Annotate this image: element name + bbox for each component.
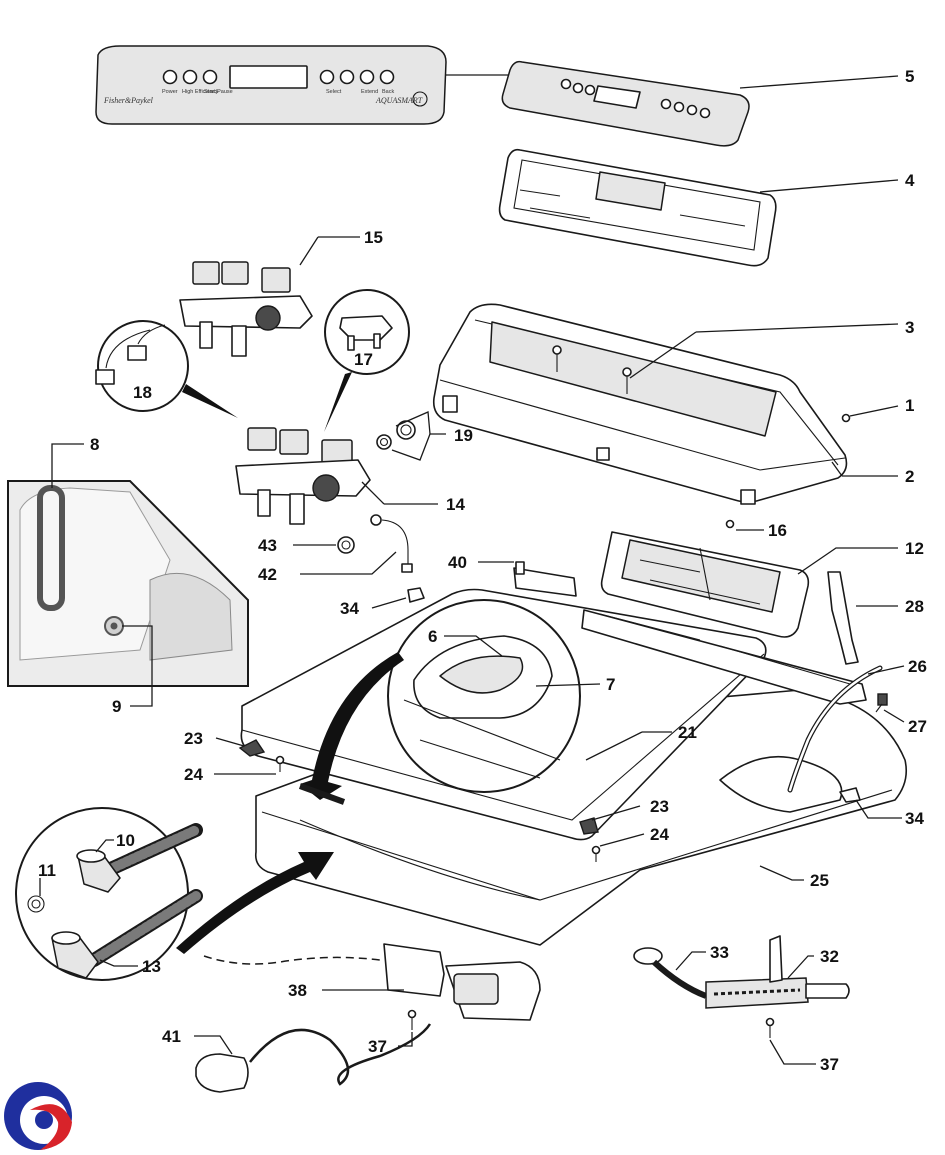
part-3-screws bbox=[552, 345, 632, 394]
callout-37-left: 37 bbox=[368, 1037, 387, 1056]
part-27-switch bbox=[875, 693, 888, 713]
part-23-bumper-right bbox=[579, 817, 599, 835]
callout-10: 10 bbox=[116, 831, 135, 850]
ring-logo-icon bbox=[4, 1082, 72, 1150]
part-12-controller bbox=[600, 531, 810, 638]
callout-42: 42 bbox=[258, 565, 277, 584]
part-24-screw-left bbox=[275, 755, 285, 772]
part-14-inlet-valve bbox=[235, 427, 371, 525]
part-43-washer bbox=[337, 536, 355, 554]
callout-11: 11 bbox=[38, 861, 56, 880]
callout-34-lower: 34 bbox=[905, 809, 924, 828]
part-15-inlet-valve bbox=[179, 261, 313, 357]
fascia-brand: Fisher&Paykel bbox=[103, 96, 154, 105]
callout-26: 26 bbox=[908, 657, 927, 676]
callout-9: 9 bbox=[112, 697, 121, 716]
callout-37-right: 37 bbox=[820, 1055, 839, 1074]
photo-inset-lid-underside bbox=[7, 480, 249, 687]
callout-18: 18 bbox=[133, 383, 152, 402]
callout-23-left: 23 bbox=[184, 729, 203, 748]
part-19-rings bbox=[376, 420, 416, 450]
part-23-bumper-left bbox=[238, 739, 266, 757]
callout-2: 2 bbox=[905, 467, 914, 486]
part-41-power-cord bbox=[195, 1023, 432, 1093]
callout-27: 27 bbox=[908, 717, 927, 736]
callout-13: 13 bbox=[142, 957, 161, 976]
callout-32: 32 bbox=[820, 947, 839, 966]
inset-hoses bbox=[15, 807, 203, 981]
callout-7: 7 bbox=[606, 675, 615, 694]
callout-17: 17 bbox=[354, 350, 373, 369]
console-fascia-overlay: Power High Efficiency Start/Pause Select… bbox=[95, 45, 447, 125]
callout-14: 14 bbox=[446, 495, 465, 514]
inset-17-bracket bbox=[324, 289, 410, 375]
callout-24-left: 24 bbox=[184, 765, 203, 784]
callout-6: 6 bbox=[428, 627, 437, 646]
part-38-lid-lock bbox=[203, 943, 541, 1021]
callout-24-right: 24 bbox=[650, 825, 669, 844]
select-label: Select bbox=[326, 89, 342, 95]
fascia-model: AQUASMART bbox=[375, 96, 423, 105]
callout-34-upper: 34 bbox=[340, 599, 359, 618]
part-34-clip-upper bbox=[407, 587, 425, 603]
callout-5: 5 bbox=[905, 67, 914, 86]
part-26-cable bbox=[787, 665, 883, 793]
callout-23-right: 23 bbox=[650, 797, 669, 816]
fascia-display bbox=[229, 65, 308, 89]
extend-label: Extend bbox=[361, 89, 378, 95]
part-rail bbox=[581, 609, 867, 705]
part-32-33-drain-assembly bbox=[633, 935, 850, 1009]
part-1-screw bbox=[841, 413, 851, 423]
back-label: Back bbox=[382, 89, 394, 95]
callout-41: 41 bbox=[162, 1027, 181, 1046]
inset-18-connectors bbox=[95, 320, 189, 412]
callout-15: 15 bbox=[364, 228, 383, 247]
part-34-clip-lower bbox=[839, 787, 861, 803]
part-28-bracket bbox=[827, 571, 859, 665]
part-16-screw bbox=[725, 519, 735, 529]
callout-1: 1 bbox=[905, 396, 914, 415]
high-efficiency-label: High Efficiency bbox=[182, 89, 219, 95]
part-37-screw-left bbox=[407, 1009, 417, 1030]
inset-6-7-dispenser bbox=[387, 599, 581, 793]
part-5-fascia bbox=[501, 60, 750, 147]
part-24-screw-right bbox=[591, 845, 601, 862]
part-2-console-housing bbox=[432, 303, 848, 505]
callout-33: 33 bbox=[710, 943, 729, 962]
part-4-console-frame bbox=[498, 148, 777, 267]
part-40-bracket bbox=[513, 561, 577, 597]
callout-19: 19 bbox=[454, 426, 473, 445]
callout-25: 25 bbox=[810, 871, 829, 890]
callout-21: 21 bbox=[678, 723, 697, 742]
callout-16: 16 bbox=[768, 521, 787, 540]
start-pause-label: Start/Pause bbox=[204, 89, 233, 95]
part-37-screw-right bbox=[765, 1017, 775, 1038]
callout-4: 4 bbox=[905, 171, 915, 190]
callout-40: 40 bbox=[448, 553, 467, 572]
power-label: Power bbox=[162, 89, 178, 95]
callout-12: 12 bbox=[905, 539, 924, 558]
callout-3: 3 bbox=[905, 318, 914, 337]
callout-8: 8 bbox=[90, 435, 99, 454]
part-42-sensor-wire bbox=[370, 514, 413, 573]
callout-38: 38 bbox=[288, 981, 307, 1000]
callout-28: 28 bbox=[905, 597, 924, 616]
callout-43: 43 bbox=[258, 536, 277, 555]
